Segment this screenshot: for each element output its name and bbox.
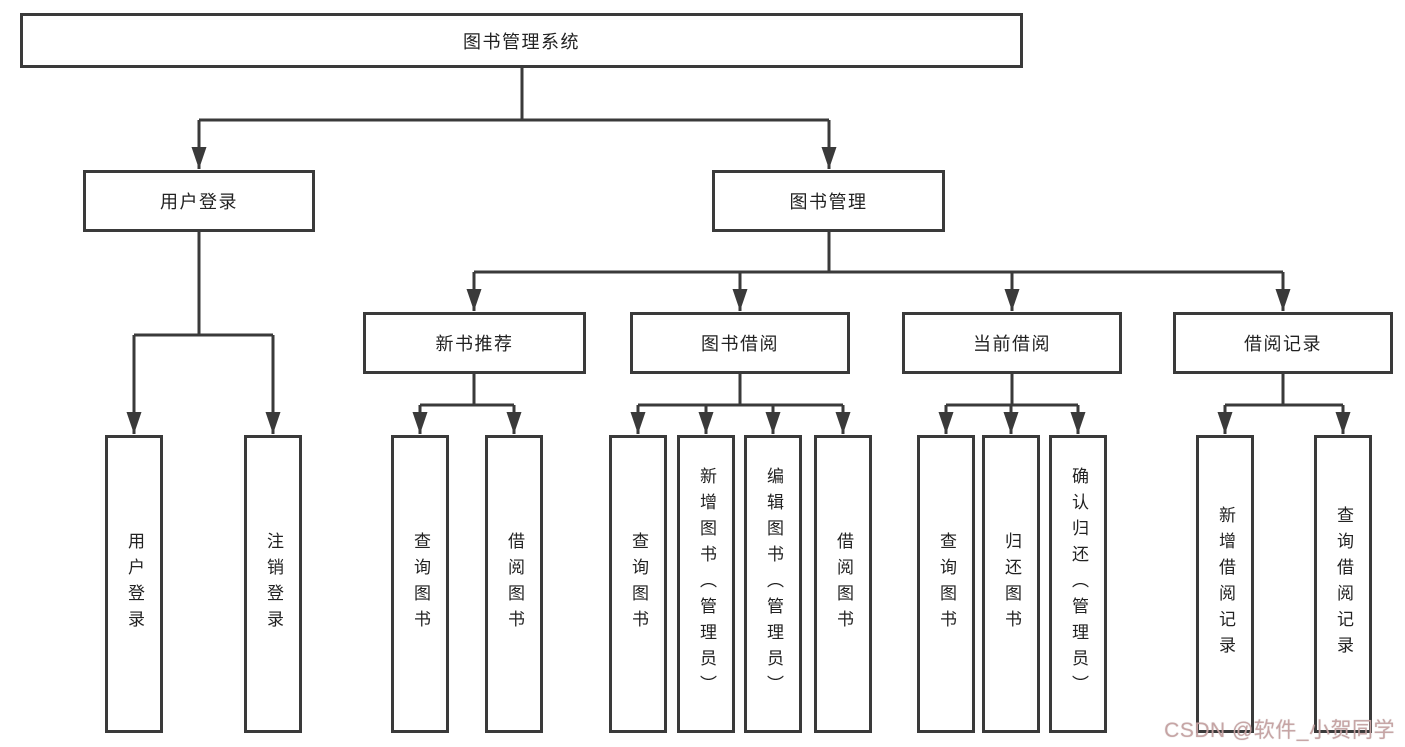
node-logout: 注销登录 [244, 435, 302, 733]
node-add-borrow-record: 新增借阅记录 [1196, 435, 1254, 733]
node-label: 查询图书 [629, 532, 648, 636]
node-confirm-return-admin: 确认归还（管理员） [1049, 435, 1107, 733]
node-label: 图书借阅 [701, 334, 779, 354]
node-add-book-admin: 新增图书（管理员） [677, 435, 735, 733]
node-user-login-group: 用户登录 [83, 170, 315, 232]
node-label: 借阅图书 [834, 532, 853, 636]
connector-arrows [126, 120, 1351, 434]
node-label: 查询图书 [411, 532, 430, 636]
node-label: 图书管理系统 [463, 31, 580, 52]
node-label: 查询图书 [937, 532, 956, 636]
node-label: 归还图书 [1002, 532, 1021, 636]
node-label: 用户登录 [160, 192, 238, 212]
node-label: 借阅记录 [1244, 334, 1322, 354]
node-query-books-recommend: 查询图书 [391, 435, 449, 733]
node-label: 注销登录 [264, 532, 283, 636]
node-label: 图书管理 [789, 192, 868, 212]
node-label: 新书推荐 [435, 334, 514, 354]
node-label: 确认归还（管理员） [1069, 467, 1088, 701]
node-root: 图书管理系统 [20, 13, 1023, 68]
node-return-book: 归还图书 [982, 435, 1040, 733]
node-label: 编辑图书（管理员） [764, 467, 783, 701]
watermark: CSDN @软件_小贺同学 [1164, 719, 1395, 742]
node-book-management: 图书管理 [712, 170, 945, 232]
node-borrow-books-recommend: 借阅图书 [485, 435, 543, 733]
node-query-books-current: 查询图书 [917, 435, 975, 733]
node-borrow-records: 借阅记录 [1173, 312, 1393, 374]
node-label: 新增图书（管理员） [697, 467, 716, 701]
node-current-borrow: 当前借阅 [902, 312, 1122, 374]
node-label: 查询借阅记录 [1334, 506, 1353, 662]
node-book-borrow: 图书借阅 [630, 312, 850, 374]
node-new-book-recommend: 新书推荐 [363, 312, 586, 374]
node-borrow-books: 借阅图书 [814, 435, 872, 733]
node-label: 当前借阅 [973, 334, 1051, 354]
node-query-borrow-record: 查询借阅记录 [1314, 435, 1372, 733]
node-edit-book-admin: 编辑图书（管理员） [744, 435, 802, 733]
node-label: 新增借阅记录 [1216, 506, 1235, 662]
node-label: 用户登录 [125, 532, 144, 636]
node-user-login: 用户登录 [105, 435, 163, 733]
node-label: 借阅图书 [505, 532, 524, 636]
node-query-books-borrow: 查询图书 [609, 435, 667, 733]
